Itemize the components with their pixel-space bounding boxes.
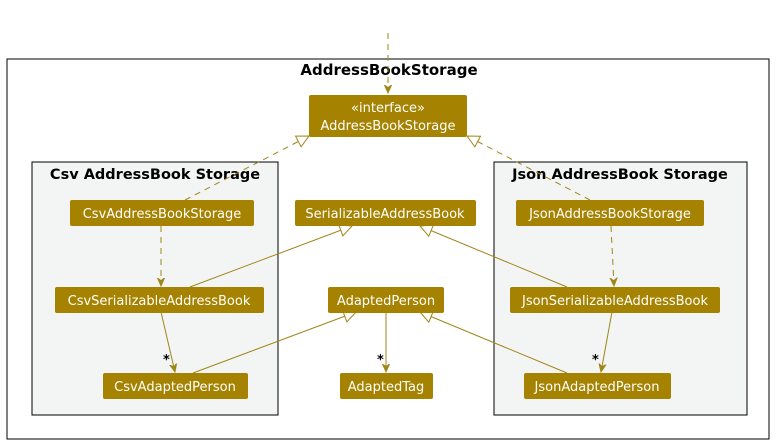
multiplicity-label: * (377, 353, 384, 368)
class-csvserializableaddressbook[interactable]: CsvSerializableAddressBook (55, 287, 264, 313)
class-addressbookstorage-interface[interactable]: «interface» AddressBookStorage (309, 95, 467, 137)
class-csvaddressbookstorage[interactable]: CsvAddressBookStorage (70, 200, 254, 226)
class-name: SerializableAddressBook (305, 207, 465, 222)
multiplicity-label: * (592, 353, 599, 368)
package-title: AddressBookStorage (300, 61, 477, 79)
multiplicity-label: * (163, 353, 170, 368)
edge-json-serializable-extends (420, 226, 568, 288)
class-name: AdaptedPerson (337, 294, 435, 309)
class-name: AdaptedTag (348, 380, 425, 395)
class-name: CsvSerializableAddressBook (68, 294, 251, 309)
class-name: JsonAddressBookStorage (528, 207, 691, 222)
class-adaptedtag[interactable]: AdaptedTag (340, 373, 433, 399)
interface-stereotype: «interface» (351, 101, 425, 116)
edge-csv-person-extends (192, 312, 356, 374)
class-adaptedperson[interactable]: AdaptedPerson (328, 287, 444, 313)
class-csvadaptedperson[interactable]: CsvAdaptedPerson (103, 373, 248, 399)
class-serializableaddressbook[interactable]: SerializableAddressBook (295, 200, 476, 226)
edge-json-realizes-interface (467, 136, 591, 201)
edge-json-person-extends (420, 312, 568, 374)
class-name: JsonAdaptedPerson (534, 380, 660, 395)
class-name: CsvAdaptedPerson (114, 380, 236, 395)
edge-csv-serializable-has-persons (160, 311, 175, 372)
class-jsonserializableaddressbook[interactable]: JsonSerializableAddressBook (510, 287, 720, 313)
package-title: Json AddressBook Storage (511, 167, 728, 183)
edge-csv-serializable-extends (189, 226, 352, 288)
class-jsonadaptedperson[interactable]: JsonAdaptedPerson (524, 373, 671, 399)
package-title: Csv AddressBook Storage (50, 167, 260, 183)
edge-csv-realizes-interface (184, 136, 309, 201)
class-jsonaddressbookstorage[interactable]: JsonAddressBookStorage (516, 200, 704, 226)
edge-json-serializable-has-persons (601, 311, 613, 372)
class-name: JsonSerializableAddressBook (521, 294, 708, 309)
class-name: CsvAddressBookStorage (83, 207, 242, 222)
class-name: AddressBookStorage (321, 119, 456, 134)
